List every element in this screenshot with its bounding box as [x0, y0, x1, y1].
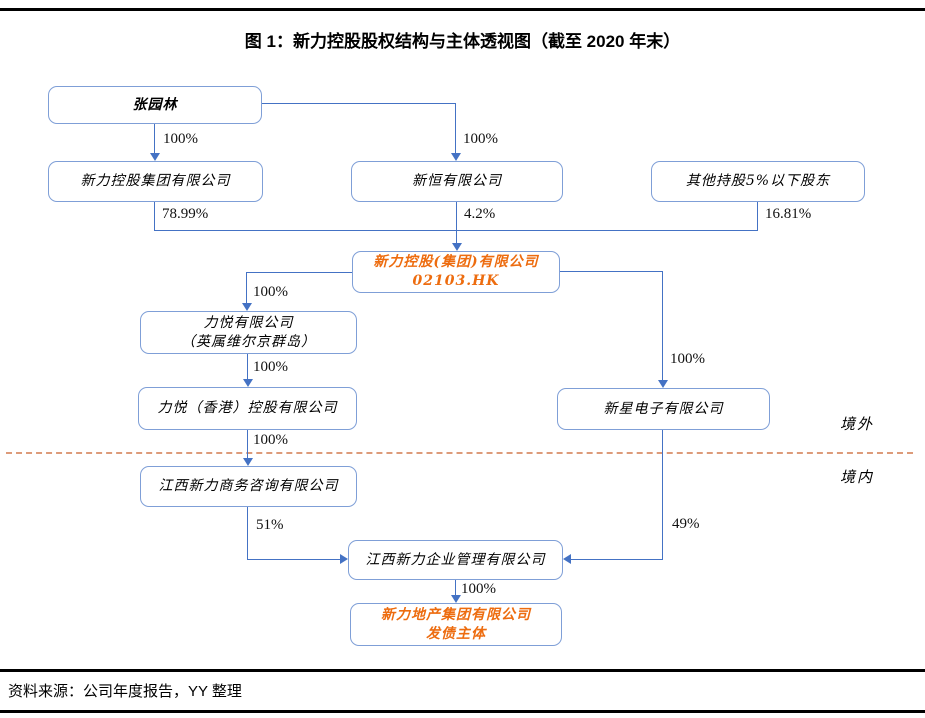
- edge-xinxing-mgmt-hline: [571, 559, 663, 560]
- edge-founder-group-line: [154, 124, 155, 155]
- edge-xinxing-mgmt-arrowhead: [563, 554, 571, 564]
- edge-consulting-mgmt-hline: [247, 559, 340, 560]
- node-jiangxi-consulting-label: 江西新力商务咨询有限公司: [158, 478, 339, 495]
- edge-group-stub: [154, 202, 155, 230]
- node-bond-issuer-name: 新力地产集团有限公司: [381, 606, 531, 623]
- pct-xinxing-to-mgmt: 49%: [672, 516, 700, 532]
- pct-others-to-listco: 16.81%: [765, 206, 812, 222]
- pct-xinheng-to-listco: 4.2%: [464, 206, 496, 222]
- source-divider-rule: [0, 669, 925, 672]
- pct-mgmt-to-issuer: 100%: [461, 581, 496, 597]
- node-liyue-bvi: 力悦有限公司 （英属维尔京群岛）: [140, 311, 357, 354]
- bottom-rule: [0, 710, 925, 713]
- source-note: 资料来源：公司年度报告，YY 整理: [8, 683, 242, 700]
- edge-founder-group-arrowhead: [150, 153, 160, 161]
- node-xinheng-label: 新恒有限公司: [412, 173, 502, 190]
- edge-liyuebvi-liyuehk-line: [247, 354, 248, 380]
- offshore-onshore-divider: [6, 452, 913, 454]
- edge-listco-liyuebvi-vline: [246, 272, 247, 304]
- node-liyue-bvi-location: （英属维尔京群岛）: [181, 333, 316, 350]
- node-founder-label: 张园林: [132, 96, 178, 113]
- top-rule: [0, 8, 925, 11]
- edge-liyuebvi-liyuehk-arrowhead: [243, 379, 253, 387]
- edge-founder-xinheng-vline: [455, 103, 456, 153]
- edge-xinheng-stub: [456, 202, 457, 230]
- edge-listco-liyuebvi-arrowhead: [242, 303, 252, 311]
- edge-listco-liyuebvi-hline: [246, 272, 352, 273]
- node-liyue-bvi-name: 力悦有限公司: [203, 314, 294, 331]
- node-xinheng: 新恒有限公司: [351, 161, 563, 202]
- region-onshore-label: 境内: [840, 468, 875, 486]
- edge-listco-xinxing-hline: [560, 271, 663, 272]
- node-xinli-holdings-group: 新力控股集团有限公司: [48, 161, 263, 202]
- edge-collector-listco-line: [456, 230, 457, 244]
- pct-liyue-bvi-to-liyue-hk: 100%: [253, 359, 288, 375]
- pct-liyue-hk-to-consulting: 100%: [253, 432, 288, 448]
- node-xinli-holdings-group-label: 新力控股集团有限公司: [80, 173, 231, 190]
- edge-mgmt-issuer-line: [455, 580, 456, 597]
- node-other-shareholders: 其他持股5%以下股东: [651, 161, 865, 202]
- node-bond-issuer: 新力地产集团有限公司 发债主体: [350, 603, 562, 646]
- pct-listco-to-liyue-bvi: 100%: [253, 284, 288, 300]
- edge-founder-xinheng-hline: [262, 103, 456, 104]
- node-jiangxi-mgmt-label: 江西新力企业管理有限公司: [365, 551, 546, 568]
- pct-group-to-listco: 78.99%: [162, 206, 209, 222]
- node-listco: 新力控股(集团)有限公司 02103.HK: [352, 251, 560, 293]
- node-liyue-hk: 力悦（香港）控股有限公司: [138, 387, 357, 430]
- edge-listco-xinxing-arrowhead: [658, 380, 668, 388]
- node-listco-name: 新力控股(集团)有限公司: [373, 254, 539, 271]
- region-offshore-label: 境外: [840, 415, 875, 433]
- pct-listco-to-xinxing: 100%: [670, 351, 705, 367]
- node-bond-issuer-role: 发债主体: [426, 625, 486, 642]
- node-jiangxi-consulting: 江西新力商务咨询有限公司: [140, 466, 357, 507]
- edge-xinxing-mgmt-vline: [662, 430, 663, 560]
- pct-founder-to-group: 100%: [163, 131, 198, 147]
- pct-consulting-to-mgmt: 51%: [256, 517, 284, 533]
- node-liyue-hk-label: 力悦（香港）控股有限公司: [157, 400, 338, 417]
- edge-others-stub: [757, 202, 758, 230]
- edge-consulting-mgmt-arrowhead: [340, 554, 348, 564]
- edge-consulting-mgmt-vline: [247, 507, 248, 560]
- node-other-shareholders-label: 其他持股5%以下股东: [685, 173, 831, 190]
- node-xinxing-electronics-label: 新星电子有限公司: [603, 400, 724, 417]
- node-founder: 张园林: [48, 86, 262, 124]
- edge-collector-listco-arrowhead: [452, 243, 462, 251]
- figure-title: 图 1：新力控股股权结构与主体透视图（截至 2020 年末）: [244, 32, 681, 51]
- node-xinxing-electronics: 新星电子有限公司: [557, 388, 770, 430]
- edge-liyuehk-consulting-arrowhead: [243, 458, 253, 466]
- edge-mgmt-issuer-arrowhead: [451, 595, 461, 603]
- node-jiangxi-mgmt: 江西新力企业管理有限公司: [348, 540, 563, 580]
- node-listco-ticker: 02103.HK: [412, 273, 500, 289]
- pct-founder-to-xinheng: 100%: [463, 131, 498, 147]
- edge-listco-xinxing-vline: [662, 271, 663, 381]
- edge-founder-xinheng-arrowhead: [451, 153, 461, 161]
- edge-liyuehk-consulting-line: [247, 430, 248, 459]
